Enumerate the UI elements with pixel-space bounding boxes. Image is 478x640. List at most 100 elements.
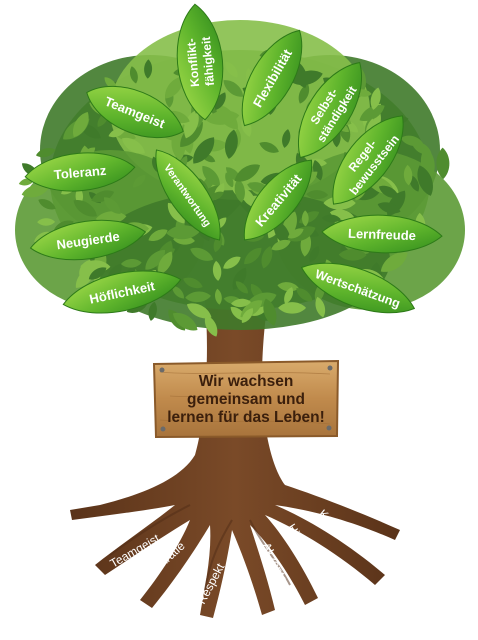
foliage-leaf <box>298 83 310 104</box>
foliage-leaf <box>370 87 381 110</box>
foliage-leaf <box>193 137 215 164</box>
foliage-leaf <box>380 252 408 272</box>
leaf-konfliktfaehigkeit: Konflikt- fähigkeit <box>176 3 224 121</box>
foliage-leaf <box>37 218 56 226</box>
foliage-leaf <box>338 249 367 261</box>
foliage-leaf <box>185 291 211 303</box>
foliage-leaf <box>400 135 424 146</box>
nail-icon <box>159 367 165 373</box>
leaf-selbststaendigkeit: Selbst- ständigkeit <box>298 61 362 159</box>
wooden-sign: Wir wachsen gemeinsam und lernen für das… <box>152 359 340 439</box>
foliage-leaf <box>79 259 91 276</box>
foliage-leaf <box>103 197 121 214</box>
leaf-neugierde: Neugierde <box>29 219 147 261</box>
trunk <box>70 300 400 618</box>
foliage-leaf <box>225 172 234 188</box>
foliage-leaf <box>204 315 218 337</box>
foliage-leaf <box>359 104 385 122</box>
foliage-leaf <box>158 251 173 275</box>
foliage-leaf <box>75 266 95 288</box>
foliage-leaf <box>88 267 107 280</box>
foliage-leaf <box>184 109 199 139</box>
foliage-leaf <box>306 190 329 200</box>
foliage-leaf <box>165 76 184 99</box>
foliage-leaf <box>378 185 399 198</box>
foliage-leaf <box>73 112 89 138</box>
foliage-leaf <box>284 287 294 305</box>
foliage-leaf <box>417 165 433 196</box>
foliage-leaf <box>35 148 56 158</box>
foliage-leaf <box>315 296 326 318</box>
sign-line-1: Wir wachsen <box>199 373 294 390</box>
foliage-leaf <box>224 129 238 159</box>
foliage-leaf <box>232 267 247 290</box>
foliage-leaf <box>241 308 254 323</box>
foliage-leaf <box>148 229 168 241</box>
nail-icon <box>160 426 166 432</box>
foliage-leaf <box>277 282 299 292</box>
foliage-leaf <box>212 260 222 281</box>
foliage-leaf <box>91 190 115 203</box>
foliage-leaf <box>223 256 241 269</box>
foliage-leaf <box>235 281 248 294</box>
foliage-leaf <box>301 210 309 227</box>
foliage-leaf <box>261 245 273 269</box>
foliage-leaf <box>166 225 200 240</box>
foliage-leaf <box>309 246 320 263</box>
foliage-leaf <box>205 110 240 125</box>
foliage-leaf <box>403 164 413 186</box>
foliage-leaf <box>223 80 244 97</box>
foliage-leaf <box>436 147 450 180</box>
sign-line-2: gemeinsam und <box>187 391 305 408</box>
foliage-leaf <box>73 199 97 217</box>
foliage-leaf <box>172 285 184 299</box>
foliage-leaf <box>122 137 145 154</box>
foliage-leaf <box>291 70 323 86</box>
foliage-leaf <box>231 298 251 308</box>
leaf-label: Toleranz <box>53 163 107 183</box>
foliage-leaf <box>259 141 279 153</box>
foliage-leaf <box>120 259 142 268</box>
leaf-hoeflichkeit: Höflichkeit <box>62 270 182 314</box>
foliage-leaf <box>183 277 203 289</box>
foliage-leaf <box>108 128 126 138</box>
sign-line-3: lernen für das Leben! <box>167 409 325 426</box>
foliage-leaf <box>172 312 198 331</box>
foliage-leaf <box>214 92 226 110</box>
foliage-leaf <box>202 165 220 187</box>
foliage-leaf <box>38 199 56 210</box>
foliage-leaf <box>215 288 222 305</box>
foliage-leaf <box>190 247 214 261</box>
foliage-leaf <box>234 178 245 203</box>
foliage-leaf <box>271 239 291 251</box>
leaf-toleranz: Toleranz <box>24 152 136 192</box>
leaf-label-line2: fähigkeit <box>199 36 217 86</box>
foliage-leaf <box>321 214 341 223</box>
foliage-leaf <box>129 66 138 84</box>
leaf-label: Lernfreude <box>348 226 416 243</box>
foliage-leaf <box>287 228 304 239</box>
foliage-leaf <box>171 127 186 162</box>
leaf-group: Teamgeist Konflikt- fähigkeit Flexibilit… <box>24 3 443 314</box>
foliage-leaf <box>296 288 313 302</box>
foliage-leaf <box>225 61 238 78</box>
foliage-leaf <box>21 184 49 198</box>
canopy <box>15 20 465 337</box>
foliage-leaf <box>144 59 153 79</box>
foliage-leaf <box>377 202 401 214</box>
foliage-leaf <box>148 301 157 321</box>
foliage-leaf <box>208 191 224 201</box>
nail-icon <box>326 425 332 431</box>
foliage-leaf <box>356 187 382 201</box>
foliage-leaf <box>263 298 277 326</box>
foliage-leaf <box>145 249 166 270</box>
nail-icon <box>327 365 333 371</box>
foliage-leaf <box>234 164 260 182</box>
foliage-leaf <box>282 129 291 148</box>
foliage-leaf <box>278 302 307 314</box>
foliage-leaf <box>186 303 212 319</box>
leaf-lernfreude: Lernfreude <box>321 214 443 254</box>
foliage-leaf <box>244 247 262 265</box>
